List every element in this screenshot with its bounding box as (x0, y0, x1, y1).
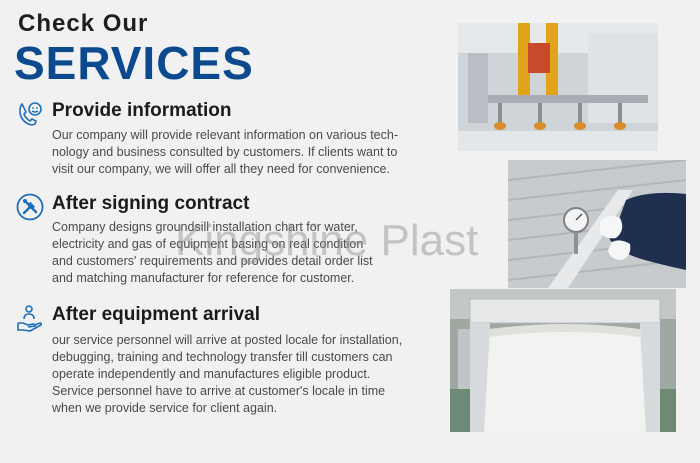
page-title: SERVICES (14, 37, 254, 89)
service-hand-icon (17, 305, 43, 332)
section-title: After equipment arrival (52, 304, 260, 325)
section-body: Our company will provide relevant inform… (52, 128, 398, 176)
section-title: After signing contract (52, 193, 250, 214)
photo-sheet-machine (450, 289, 676, 432)
section-title: Provide information (52, 100, 232, 121)
photo-automated-production-line (458, 23, 658, 151)
consultation-icon (19, 102, 42, 126)
tools-icon (16, 193, 44, 221)
section-body: Company designs groundsill installation … (52, 220, 373, 285)
header-kicker: Check Our (18, 10, 149, 37)
photo-thickness-measurement (508, 160, 686, 288)
section-body: our service personnel will arrive at pos… (52, 333, 403, 415)
